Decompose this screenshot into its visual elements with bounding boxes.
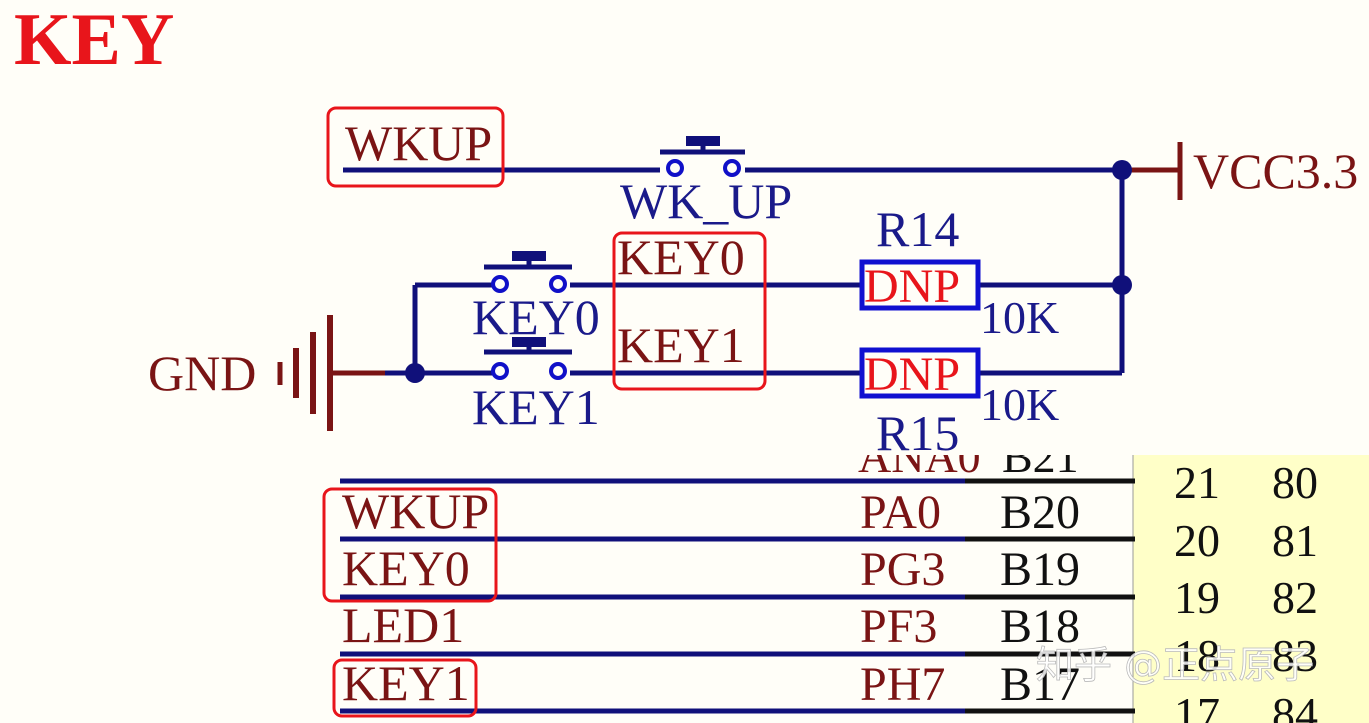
header-pin-label: ANA0 [858, 431, 981, 482]
wkup-net-label: WKUP [345, 115, 492, 171]
junction-vcc [1112, 160, 1132, 180]
row-port-ph7: PH7 [860, 658, 945, 711]
row-net-key1: KEY1 [342, 655, 470, 711]
key0-switch [484, 251, 572, 293]
key1-net-label: KEY1 [617, 317, 745, 373]
row-net-wkup: WKUP [342, 483, 489, 539]
row-ball-b18: B18 [1000, 600, 1080, 653]
vcc-label: VCC3.3 [1193, 143, 1358, 199]
watermark: 知乎 @正点原子 [1036, 643, 1314, 687]
row-net-led1: LED1 [342, 597, 464, 653]
pin-num-right-1: 81 [1272, 515, 1318, 566]
header-pin: B21 [1002, 431, 1079, 482]
r15-body [859, 347, 981, 399]
key0-switch-label: KEY0 [472, 289, 600, 345]
gnd-symbol [277, 315, 385, 431]
highlight-key1-row [332, 658, 478, 718]
wk-up-switch-label: WK_UP [620, 173, 792, 229]
pin-num-right-2: 82 [1272, 572, 1318, 623]
pin-num-left-2: 19 [1174, 572, 1220, 623]
pin-num-right-4: 84 [1272, 688, 1318, 723]
row-ball-b17: B17 [1000, 658, 1080, 711]
gnd-label: GND [148, 345, 256, 401]
row-port-pg3: PG3 [860, 543, 945, 596]
wk-up-switch [620, 136, 745, 177]
highlight-wkup-key0-rows [322, 487, 498, 603]
highlight-key-labels [612, 231, 767, 391]
pin-num-right-3: 83 [1272, 630, 1318, 681]
r14-note: DNP [864, 260, 960, 313]
row-ball-b20: B20 [1000, 486, 1080, 539]
pin-num-left-1: 20 [1174, 515, 1220, 566]
r15-note: DNP [864, 348, 960, 401]
title: KEY [14, 0, 174, 81]
key0-net-label: KEY0 [617, 229, 745, 285]
pin-number-column [1133, 455, 1369, 723]
key1-switch-label: KEY1 [472, 379, 600, 435]
r15-value: 10K [980, 379, 1059, 430]
row-port-pa0: PA0 [860, 486, 941, 539]
pin-num-left-0: 21 [1174, 457, 1220, 508]
r14-value: 10K [980, 292, 1059, 343]
key1-switch [484, 337, 572, 380]
key-circuit: WKUP WK_UP VCC3.3 KEY0 KEY1 KEY0 KEY1 GN… [148, 106, 1358, 461]
pin-num-left-4: 17 [1174, 688, 1220, 723]
r14-ref: R14 [876, 201, 959, 257]
r15-ref: R15 [876, 405, 959, 461]
row-ball-b19: B19 [1000, 543, 1080, 596]
highlight-wkup-label [326, 106, 505, 188]
pin-table: ANA0 B21 WKUP PA0 B20 KEY0 PG3 B19 LED1 … [0, 431, 1369, 723]
pin-num-right-0: 80 [1272, 457, 1318, 508]
row-net-key0: KEY0 [342, 540, 470, 596]
pin-num-left-3: 18 [1174, 630, 1220, 681]
row-port-pf3: PF3 [860, 600, 937, 653]
r14-body [859, 259, 981, 311]
junction-gnd [405, 363, 425, 383]
